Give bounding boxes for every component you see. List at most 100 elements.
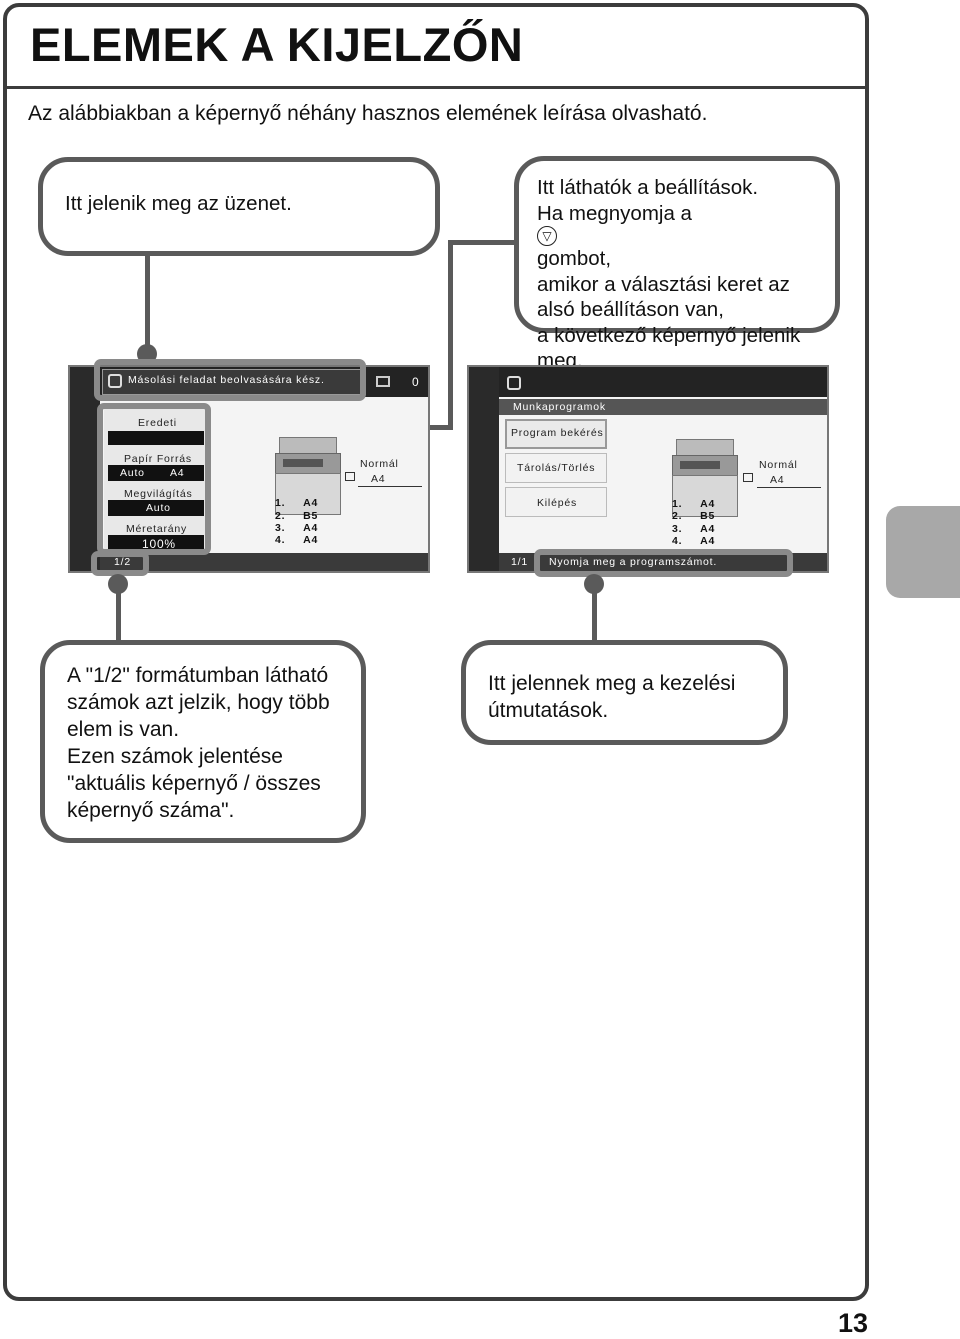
copier-mode-size: A4 — [770, 474, 785, 486]
tray-row-4: 4. A4 — [275, 534, 318, 546]
callout-page-count-line6: képernyő száma". — [67, 799, 235, 822]
connector-message — [145, 255, 150, 355]
page-indicator-left: 1/2 — [114, 556, 131, 568]
callout-guidance: Itt jelennek meg a kezelési útmutatások. — [461, 640, 788, 745]
setting-value-megvilagitas-box[interactable] — [108, 500, 204, 516]
connector-guidance-dot — [584, 574, 604, 594]
callout-page-count-line4: Ezen számok jelentése — [67, 745, 283, 768]
tray-row-3: 3. A4 — [275, 522, 318, 534]
connector-guidance — [592, 583, 597, 643]
screen-right-bottom-bar — [499, 553, 827, 571]
callout-page-count-line3: elem is van. — [67, 718, 180, 741]
program-button-1[interactable] — [505, 419, 607, 449]
job-status-icon — [376, 376, 390, 387]
tray-row-2: 2. B5 — [672, 510, 715, 522]
connector-settings-v — [448, 240, 453, 430]
tray-size: B5 — [700, 510, 716, 522]
tray-row-1: 1. A4 — [672, 498, 715, 510]
setting-value-eredeti — [108, 431, 204, 445]
program-button-2-label: Tárolás/Törlés — [517, 462, 596, 474]
heading-bar — [499, 399, 827, 415]
output-tray-icon — [345, 472, 355, 481]
copier-mode-underline — [358, 486, 422, 487]
callout-guidance-line2: útmutatások. — [488, 699, 609, 722]
callout-settings-line4: alsó beállításon van, — [537, 298, 724, 321]
setting-value-meretarany-box[interactable] — [108, 535, 204, 551]
highlight-guidance — [534, 549, 793, 577]
copier-illustration — [275, 437, 341, 515]
setting-label-papir: Papír Forrás — [124, 453, 192, 465]
screen-left-bottom-bar — [100, 553, 428, 571]
tray-size: A4 — [700, 535, 716, 547]
copier-illustration — [672, 439, 738, 517]
tray-number: 1. — [275, 497, 286, 509]
intro-text: Az alábbiakban a képernyő néhány hasznos… — [28, 102, 708, 125]
page-title: ELEMEK A KIJELZŐN — [30, 18, 524, 71]
setting-value-megvilagitas: Auto — [146, 502, 171, 514]
tray-size: B5 — [303, 510, 319, 522]
setting-label-meretarany: Méretarány — [126, 523, 188, 535]
program-button-3-label: Kilépés — [537, 497, 578, 509]
copier-mode-label: Normál — [759, 459, 798, 471]
tray-size: A4 — [303, 522, 319, 534]
callout-page-count-line1: A "1/2" formátumban látható — [67, 664, 329, 687]
copier-mode-size: A4 — [371, 473, 386, 485]
program-button-2[interactable] — [505, 453, 607, 483]
machine-icon — [108, 374, 122, 388]
copy-counter: 0 — [412, 375, 420, 389]
program-button-1-label: Program bekérés — [511, 427, 604, 439]
callout-settings-line2b: gombot, — [537, 247, 612, 270]
tray-row-3: 3. A4 — [672, 523, 715, 535]
screen-left-message: Másolási feladat beolvasására kész. — [128, 374, 325, 386]
tray-number: 2. — [275, 510, 286, 522]
setting-label-megvilagitas: Megvilágítás — [124, 488, 193, 500]
tray-size: A4 — [700, 498, 716, 510]
callout-page-count-line2: számok azt jelzik, hogy több — [67, 691, 330, 714]
title-bar: ELEMEK A KIJELZŐN — [3, 3, 869, 89]
tray-row-4: 4. A4 — [672, 535, 715, 547]
setting-value-papir-a: Auto — [120, 467, 145, 479]
machine-icon — [507, 376, 521, 390]
page-number: 13 — [838, 1308, 869, 1338]
screen-right-top-bar — [499, 367, 827, 397]
highlight-settings — [97, 403, 211, 555]
guidance-message: Nyomja meg a programszámot. — [549, 556, 718, 568]
setting-label-eredeti: Eredeti — [138, 417, 177, 429]
highlight-page-left — [91, 551, 149, 576]
connector-page-count — [116, 583, 121, 643]
output-tray-icon — [743, 473, 753, 482]
tray-number: 3. — [672, 523, 683, 535]
tray-number: 1. — [672, 498, 683, 510]
callout-guidance-line1: Itt jelennek meg a kezelési — [488, 672, 736, 695]
tray-row-2: 2. B5 — [275, 510, 318, 522]
tray-number: 4. — [672, 535, 683, 547]
tray-size: A4 — [303, 534, 319, 546]
callout-settings-line5: a következő képernyő jelenik — [537, 323, 801, 347]
callout-page-count: A "1/2" formátumban látható számok azt j… — [40, 640, 366, 843]
callout-settings-line3: amikor a választási keret az — [537, 272, 790, 296]
tray-number: 2. — [672, 510, 683, 522]
highlight-message — [94, 359, 366, 401]
tray-number: 4. — [275, 534, 286, 546]
callout-settings-line1: Itt láthatók a beállítások. — [537, 176, 759, 199]
connector-settings-h1 — [448, 240, 516, 245]
message-bar-frame — [102, 369, 366, 395]
callout-page-count-line5: "aktuális képernyő / összes — [67, 772, 321, 795]
callout-message: Itt jelenik meg az üzenet. — [38, 157, 440, 256]
screen-right: Munkaprogramok Program bekérés Tárolás/T… — [467, 365, 829, 573]
setting-value-papir-b: A4 — [170, 467, 185, 479]
copier-mode-underline — [757, 487, 821, 488]
program-button-3[interactable] — [505, 487, 607, 517]
tray-size: A4 — [700, 523, 716, 535]
screen-right-heading: Munkaprogramok — [513, 401, 606, 413]
copier-mode-label: Normál — [360, 458, 399, 470]
connector-page-count-dot — [108, 574, 128, 594]
setting-value-papir[interactable] — [108, 465, 204, 481]
callout-settings-line2a: Ha megnyomja a — [537, 201, 692, 225]
tray-size: A4 — [303, 497, 319, 509]
page-indicator-right: 1/1 — [511, 556, 528, 568]
tray-number: 3. — [275, 522, 286, 534]
tray-row-1: 1. A4 — [275, 497, 318, 509]
callout-settings-line2: Ha megnyomja a ▽ gombot, — [537, 201, 835, 272]
callout-message-text: Itt jelenik meg az üzenet. — [65, 192, 292, 215]
